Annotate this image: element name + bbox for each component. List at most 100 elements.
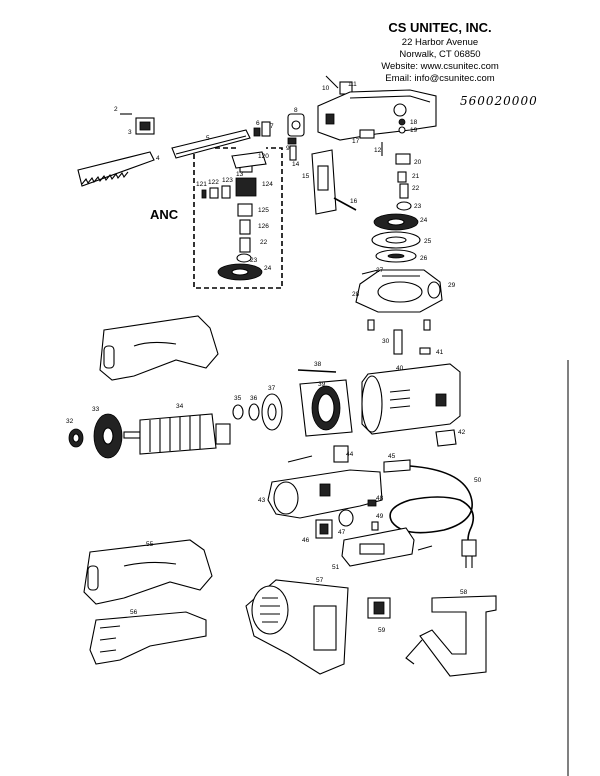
commutator xyxy=(215,423,231,445)
callout-56: 56 xyxy=(130,609,138,616)
callout-44: 44 xyxy=(346,451,354,458)
part-18 xyxy=(398,118,406,126)
handle-cover-55 xyxy=(83,539,213,605)
callout-20: 20 xyxy=(414,159,422,166)
callout-18: 18 xyxy=(410,119,418,126)
screw-38 xyxy=(297,369,337,373)
spring-14 xyxy=(289,145,297,161)
callout-50: 50 xyxy=(474,477,482,484)
callout-122: 122 xyxy=(208,179,219,186)
callout-48: 48 xyxy=(376,495,384,502)
callout-121: 121 xyxy=(196,181,207,188)
callout-1: 1 xyxy=(348,81,352,88)
callout-17: 17 xyxy=(352,138,360,145)
callout-43: 43 xyxy=(258,497,266,504)
pin-6 xyxy=(253,127,261,137)
callout-59: 59 xyxy=(378,627,386,634)
part-20 xyxy=(395,153,411,165)
handle-bracket-58 xyxy=(419,595,497,677)
callout-5: 5 xyxy=(206,135,210,142)
company-address: 22 Harbor Avenue xyxy=(401,37,479,48)
part-47 xyxy=(338,509,354,527)
callout-11: 11 xyxy=(350,81,357,88)
callout-15: 15 xyxy=(302,173,310,180)
callout-3: 3 xyxy=(128,129,132,136)
screw-1 xyxy=(325,75,339,89)
callout-29: 29 xyxy=(448,282,456,289)
callout-55: 55 xyxy=(146,541,154,548)
callout-37: 37 xyxy=(268,385,276,392)
brush-holder-44 xyxy=(333,445,349,463)
ring-36 xyxy=(248,403,260,421)
power-cord-50 xyxy=(389,465,475,551)
anc-bearing-23 xyxy=(236,253,252,263)
callout-anc-23: 23 xyxy=(250,257,258,264)
sleeve-22 xyxy=(399,183,409,199)
callout-40: 40 xyxy=(396,365,404,372)
screw-27a xyxy=(361,269,379,275)
anc-part-122 xyxy=(209,187,219,199)
callout-39: 39 xyxy=(318,381,326,388)
callout-2: 2 xyxy=(114,106,118,113)
part-48 xyxy=(367,499,377,507)
part-21 xyxy=(397,171,407,183)
part-17 xyxy=(359,129,375,139)
callout-46: 46 xyxy=(302,537,310,544)
plunger-bar xyxy=(171,129,251,159)
callout-7: 7 xyxy=(270,123,274,130)
cord-protector-45 xyxy=(383,459,411,473)
callout-124: 124 xyxy=(262,181,273,188)
callout-22: 22 xyxy=(412,185,420,192)
pin-7 xyxy=(261,121,271,137)
callout-30: 30 xyxy=(382,338,390,345)
callout-25: 25 xyxy=(424,238,432,245)
company-website: Website: www.csunitec.com xyxy=(381,61,499,72)
callout-9: 9 xyxy=(286,145,290,152)
anc-part-125 xyxy=(237,203,253,217)
callout-16: 16 xyxy=(350,198,358,205)
company-email: Email: info@csunitec.com xyxy=(385,73,495,84)
anc-sleeve-126 xyxy=(239,219,251,235)
callout-10: 10 xyxy=(322,85,330,92)
pin-30 xyxy=(393,329,403,355)
callout-6: 6 xyxy=(256,120,260,127)
screw-2c xyxy=(423,319,431,331)
pin-16 xyxy=(333,197,357,211)
callout-49: 49 xyxy=(376,513,384,520)
callout-anc-24: 24 xyxy=(264,265,272,272)
callout-26: 26 xyxy=(420,255,428,262)
callout-19: 19 xyxy=(410,127,418,134)
part-49 xyxy=(371,521,379,531)
callout-38: 38 xyxy=(314,361,322,368)
callout-13: 13 xyxy=(236,171,244,178)
callout-24: 24 xyxy=(420,217,428,224)
company-name: CS UNITEC, INC. xyxy=(388,20,492,35)
part-19 xyxy=(398,126,406,134)
brush-cap-42 xyxy=(435,429,457,447)
callout-42: 42 xyxy=(458,429,466,436)
company-city: Norwalk, CT 06850 xyxy=(399,49,481,60)
callout-4: 4 xyxy=(156,155,160,162)
o-ring-29 xyxy=(427,281,441,299)
callout-21: 21 xyxy=(412,173,420,180)
anc-part-121 xyxy=(201,189,207,199)
callout-12: 12 xyxy=(374,147,382,154)
anc-label: ANC xyxy=(150,207,179,222)
callout-14: 14 xyxy=(292,161,300,168)
anc-sleeve-22 xyxy=(239,237,251,253)
callout-45: 45 xyxy=(388,453,396,460)
bearing-35 xyxy=(232,404,244,420)
callout-120: 120 xyxy=(258,153,269,160)
callout-23: 23 xyxy=(414,203,422,210)
callout-126: 126 xyxy=(258,223,269,230)
anc-block-124 xyxy=(235,177,257,197)
handle-56 xyxy=(89,611,207,665)
callout-41: 41 xyxy=(436,349,444,356)
plug xyxy=(461,539,477,557)
callout-33: 33 xyxy=(92,406,100,413)
handwritten-part-number: 560020000 xyxy=(460,94,538,108)
screw-2b xyxy=(367,319,375,331)
callout-58: 58 xyxy=(460,589,468,596)
callout-47: 47 xyxy=(338,529,346,536)
